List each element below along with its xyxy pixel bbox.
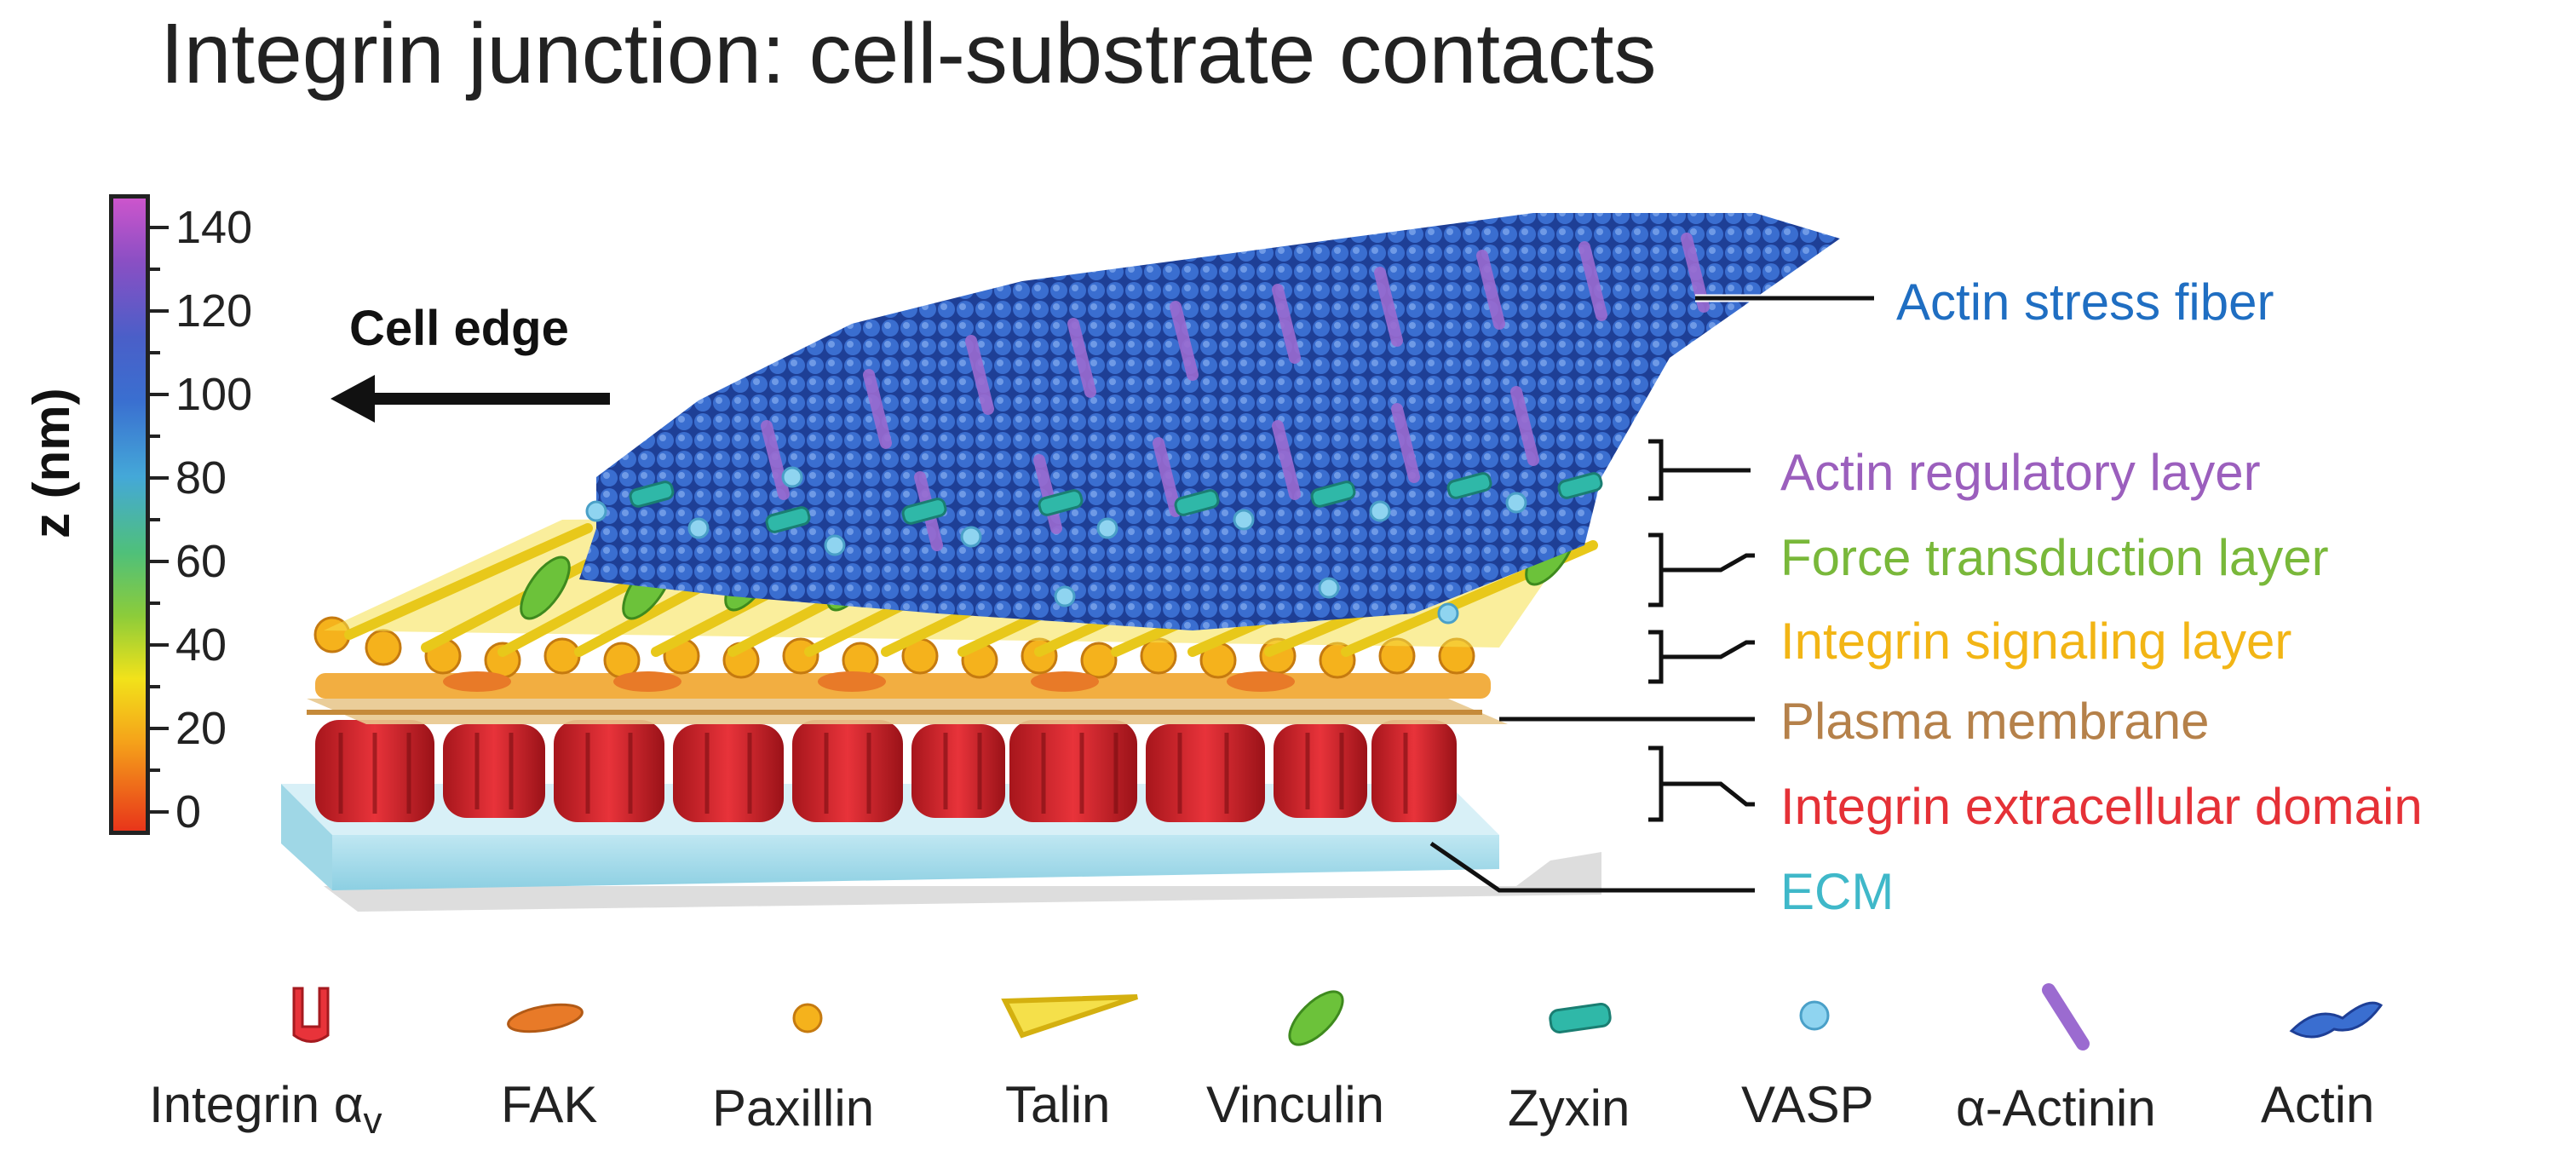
integrin-signaling-layer xyxy=(313,616,1491,699)
leader-lines xyxy=(1429,294,1874,893)
cell-edge-label: Cell edge xyxy=(349,301,569,356)
legend-label-vinculin: Vinculin xyxy=(1206,1076,1385,1133)
cell-edge-arrow xyxy=(331,375,610,423)
paxillin-icon xyxy=(792,1003,823,1033)
figure-title: Integrin junction: cell-substrate contac… xyxy=(160,6,1657,101)
tick-mark xyxy=(150,643,169,647)
layer-label-ecm: ECM xyxy=(1780,863,1895,920)
tick-mark xyxy=(150,560,169,563)
tick-mark xyxy=(150,727,169,730)
talin-icon xyxy=(1001,994,1138,1039)
layer-label-integrin-extracellular: Integrin extracellular domain xyxy=(1780,778,2423,835)
integrin-extracellular-domain xyxy=(315,720,1457,822)
tick-label: 40 xyxy=(175,619,227,671)
legend-label-zyxin: Zyxin xyxy=(1508,1079,1630,1137)
minor-tick xyxy=(150,268,160,271)
legend-icons xyxy=(292,983,2383,1051)
tick-label: 100 xyxy=(175,369,253,420)
vasp-icon xyxy=(1799,1000,1830,1031)
legend-label-fak: FAK xyxy=(501,1076,598,1133)
integrin-icon xyxy=(292,987,330,1043)
minor-tick xyxy=(150,518,160,521)
actin-icon xyxy=(2289,1001,2383,1039)
actin-stress-fiber xyxy=(579,213,1840,630)
vinculin-icon xyxy=(1288,990,1344,1046)
tick-mark xyxy=(150,226,169,229)
ecm-shadow xyxy=(324,852,1601,912)
zyxin-icon xyxy=(1549,1003,1612,1033)
layer-label-integrin-signaling: Integrin signaling layer xyxy=(1780,613,2292,670)
minor-tick xyxy=(150,435,160,438)
tick-mark xyxy=(150,309,169,313)
tick-label: 60 xyxy=(175,536,227,587)
tick-label: 120 xyxy=(175,285,253,337)
legend-label-actinin: α-Actinin xyxy=(1956,1079,2156,1137)
layer-label-actin-regulatory: Actin regulatory layer xyxy=(1780,444,2261,501)
minor-tick xyxy=(150,351,160,354)
legend-label-vasp: VASP xyxy=(1741,1076,1874,1133)
fak-icon xyxy=(507,1003,584,1033)
minor-tick xyxy=(150,602,160,605)
tick-mark xyxy=(150,476,169,480)
tick-mark xyxy=(150,810,169,814)
layer-label-plasma-membrane: Plasma membrane xyxy=(1780,693,2210,750)
legend-label-actin: Actin xyxy=(2261,1076,2375,1133)
tick-mark xyxy=(150,393,169,396)
z-colorbar xyxy=(109,194,150,835)
layer-label-force-transduction: Force transduction layer xyxy=(1780,529,2329,586)
minor-tick xyxy=(150,768,160,772)
legend-label-talin: Talin xyxy=(1005,1076,1111,1133)
actin-regulatory-layer xyxy=(585,466,1603,625)
actinin-icon xyxy=(2042,983,2090,1051)
tick-label: 20 xyxy=(175,703,227,754)
layer-label-actin-stress-fiber: Actin stress fiber xyxy=(1896,273,2274,331)
tick-label: 0 xyxy=(175,786,202,838)
legend-label-integrin: Integrin αv xyxy=(149,1076,382,1142)
minor-tick xyxy=(150,685,160,688)
legend-label-paxillin: Paxillin xyxy=(712,1079,875,1137)
tick-label: 80 xyxy=(175,452,227,504)
tick-label: 140 xyxy=(175,202,253,253)
